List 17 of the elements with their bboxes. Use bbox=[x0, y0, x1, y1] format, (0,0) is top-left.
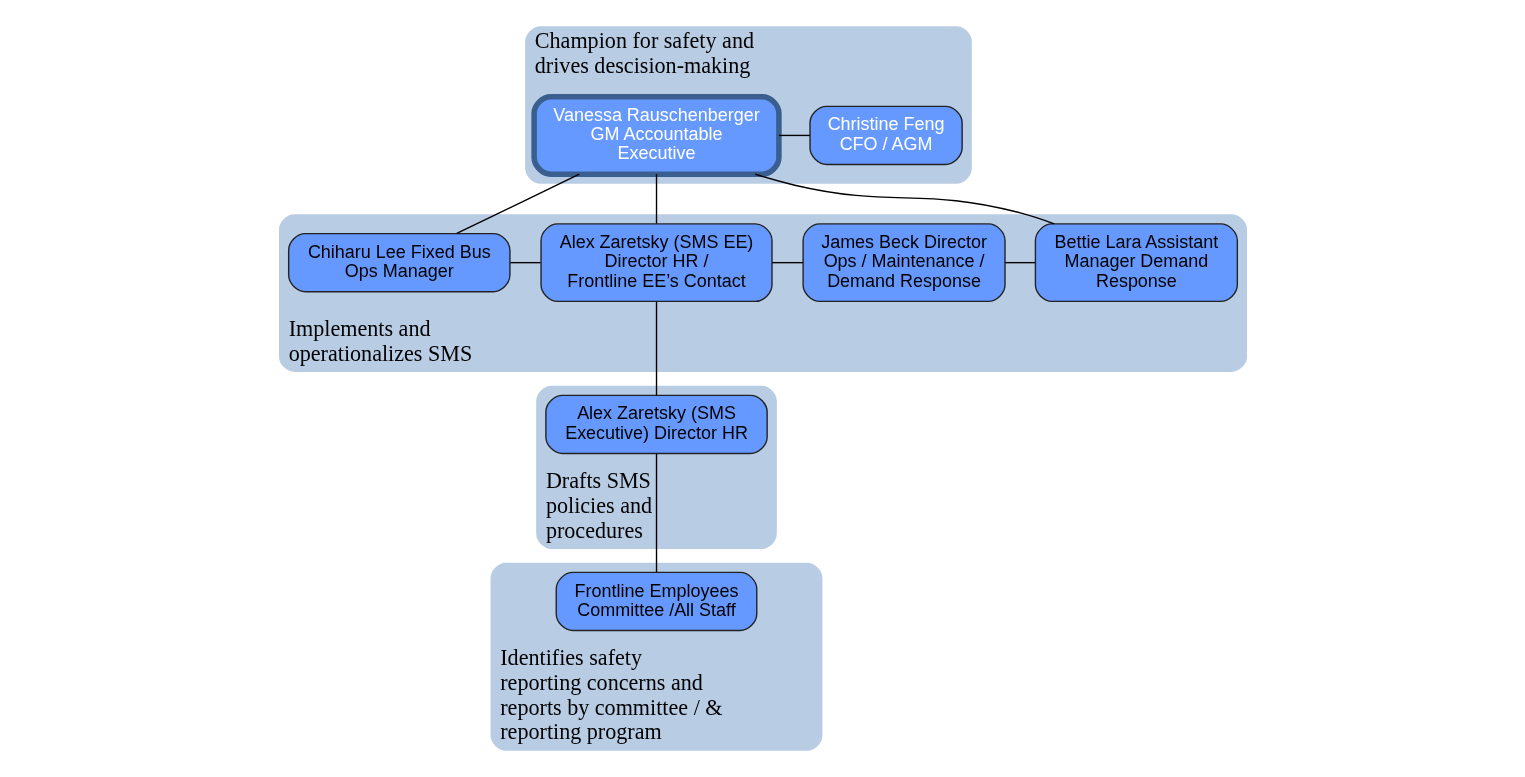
node-box: James Beck Director Ops / Maintenance / Demand Response bbox=[801, 223, 1006, 303]
connector bbox=[1004, 261, 1036, 264]
node-box: Vanessa Rauschenberger GM Accountable Executive bbox=[530, 93, 782, 177]
node-box: Alex Zaretsky (SMS Executive) Director HR bbox=[544, 394, 768, 455]
node-box: Chiharu Lee Fixed Bus Ops Manager bbox=[287, 232, 511, 293]
connector bbox=[777, 134, 811, 137]
connector bbox=[509, 261, 541, 264]
node-box: Frontline Employees Committee /All Staff bbox=[555, 571, 757, 632]
connector bbox=[655, 453, 657, 573]
connector bbox=[655, 301, 657, 396]
connector bbox=[770, 261, 804, 264]
connector bbox=[753, 173, 1055, 225]
node-box: Bettie Lara Assistant Manager Demand Response bbox=[1034, 223, 1238, 303]
node-box: Christine Feng CFO / AGM bbox=[808, 105, 963, 166]
connector bbox=[655, 173, 657, 225]
node-box: Alex Zaretsky (SMS EE) Director HR / Frontline EE’s Contact bbox=[539, 223, 773, 303]
connector bbox=[455, 173, 580, 235]
